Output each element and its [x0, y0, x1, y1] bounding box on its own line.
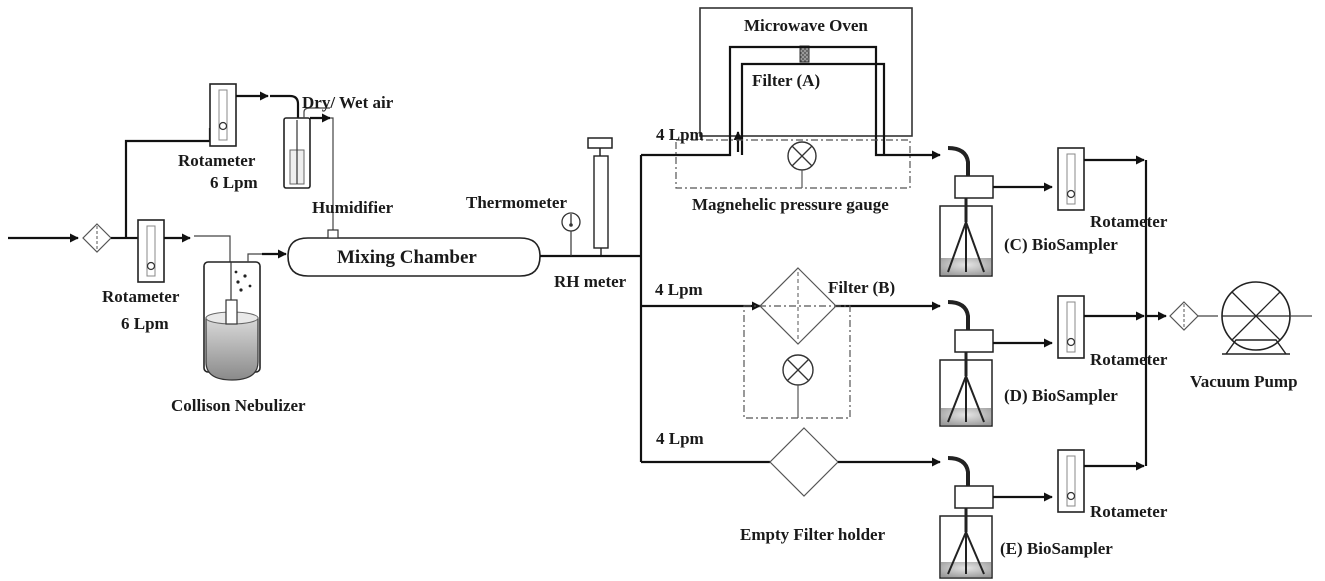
branch-a-line [641, 45, 941, 160]
rotameter-c-label: Rotameter [1090, 212, 1168, 231]
vacuum-pump-label: Vacuum Pump [1190, 372, 1298, 391]
thermometer-icon [561, 212, 581, 256]
magnehelic-gauge-b-icon [743, 305, 851, 419]
mixing-chamber [287, 229, 541, 277]
empty-filter-holder-icon [769, 427, 839, 497]
filter-b-label: Filter (B) [828, 278, 895, 297]
magnehelic-label: Magnehelic pressure gauge [692, 195, 889, 214]
rh-meter-icon [587, 137, 613, 256]
filter-a-label: Filter (A) [752, 71, 820, 90]
rh-meter-label: RH meter [554, 272, 627, 291]
empty-filter-holder-label: Empty Filter holder [740, 525, 886, 544]
biosampler-c [939, 146, 994, 277]
flow-a-label: 4 Lpm [656, 125, 704, 144]
mixing-chamber-label: Mixing Chamber [337, 247, 477, 268]
collison-nebulizer [203, 253, 262, 381]
rotameter-e [1057, 449, 1085, 513]
humidifier-label: Humidifier [312, 198, 394, 217]
rotameter-d-label: Rotameter [1090, 350, 1168, 369]
pump-filter-icon [1169, 301, 1199, 331]
biosampler-e [939, 456, 994, 579]
rotameter-top-label: Rotameter [178, 151, 256, 170]
inlet-section [8, 128, 212, 253]
rotameter-c [1057, 147, 1085, 211]
nebulizer-feed-line [194, 235, 231, 262]
biosampler-e-label: (E) BioSampler [1000, 539, 1113, 558]
inlet-filter-icon [82, 223, 112, 253]
biosampler-d [939, 300, 994, 427]
branch-a-inner-line [740, 62, 886, 155]
rotameter-d [1057, 295, 1085, 359]
flow-e-label: 4 Lpm [656, 429, 704, 448]
rotameter-top [209, 83, 237, 147]
flow-top-label: 6 Lpm [210, 173, 258, 192]
rotameter-bottom [137, 219, 165, 283]
humidifier-bottle [270, 94, 330, 189]
humid-air-line [330, 117, 334, 232]
rotameter-bottom-label: Rotameter [102, 287, 180, 306]
dry-wet-air-label: Dry/ Wet air [302, 93, 394, 112]
thermometer-label: Thermometer [466, 193, 567, 212]
collison-nebulizer-label: Collison Nebulizer [171, 396, 306, 415]
filter-b-icon [759, 267, 837, 345]
biosampler-d-label: (D) BioSampler [1004, 386, 1118, 405]
microwave-oven-label: Microwave Oven [744, 16, 868, 35]
vacuum-pump-icon [1221, 281, 1291, 355]
rotameter-e-label: Rotameter [1090, 502, 1168, 521]
text-labels: Dry/ Wet air Rotameter 6 Lpm Humidifier … [102, 16, 1298, 558]
magnehelic-gauge-a-icon [675, 139, 911, 189]
flow-bottom-label: 6 Lpm [121, 314, 169, 333]
flow-b-label: 4 Lpm [655, 280, 703, 299]
biosampler-c-label: (C) BioSampler [1004, 235, 1118, 254]
